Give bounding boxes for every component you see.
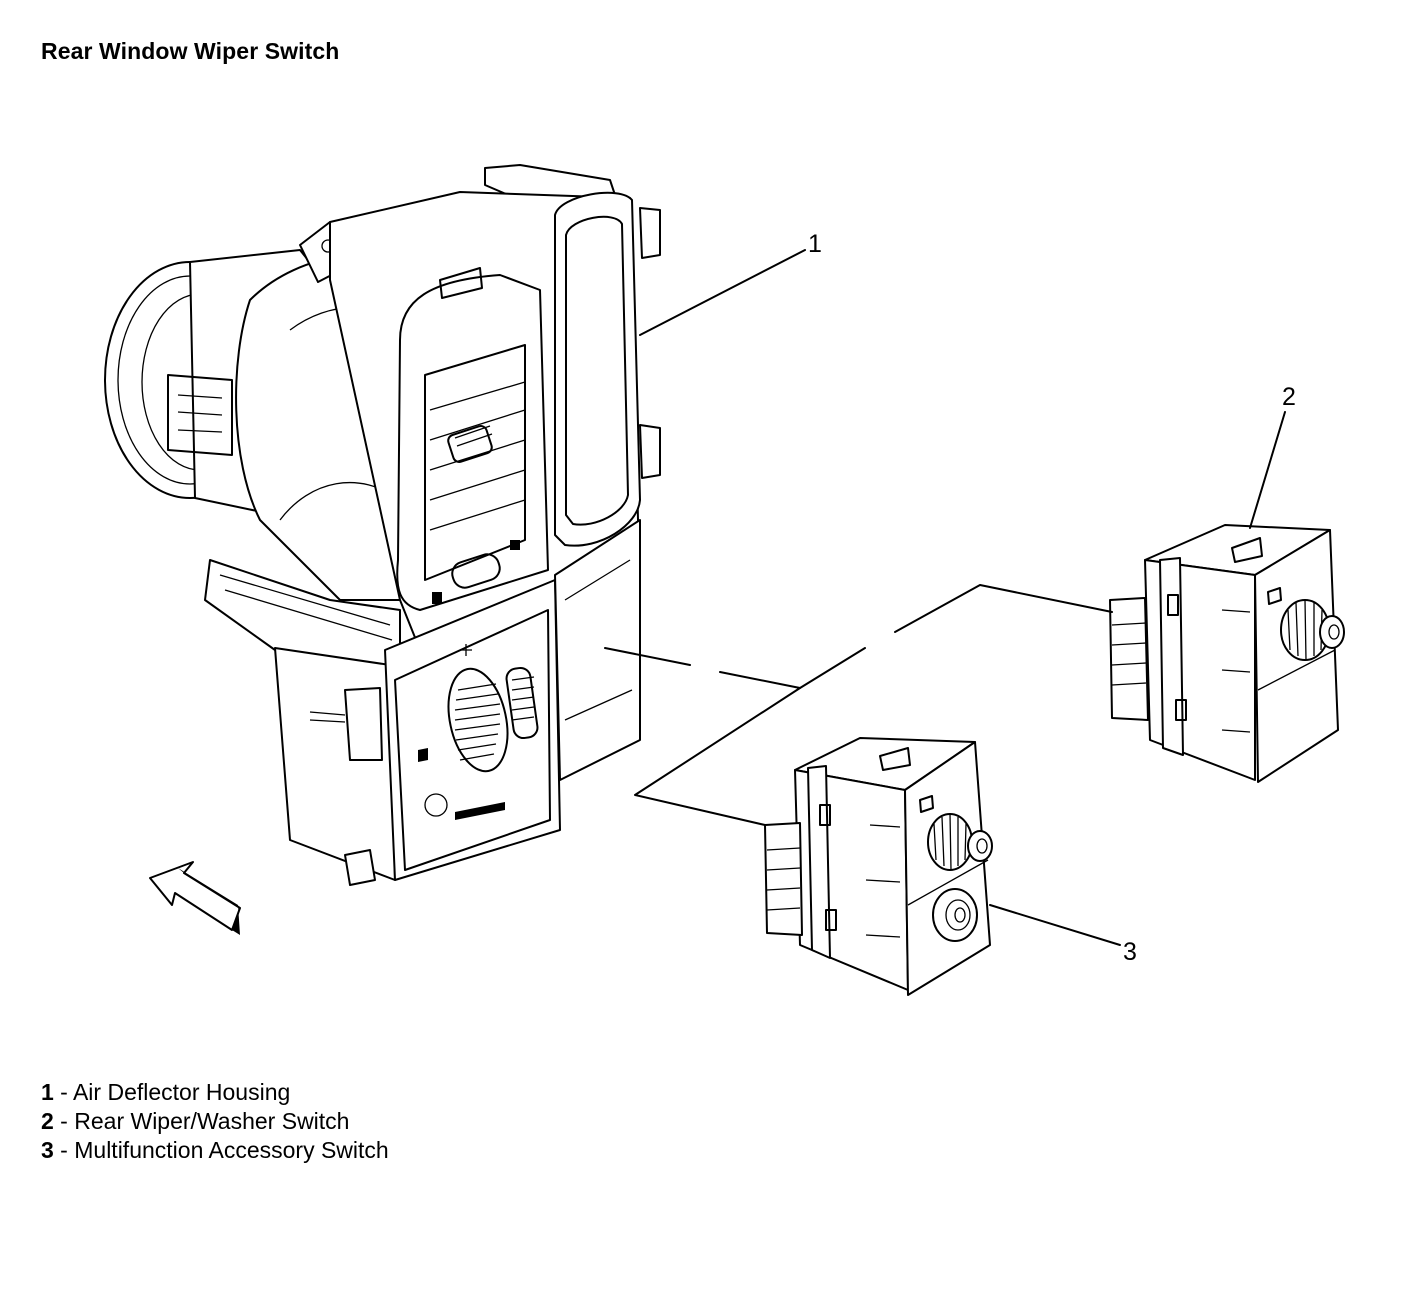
diagram-title: Rear Window Wiper Switch [41,38,340,64]
multifunction-accessory-switch-drawing [764,737,993,996]
legend-label: Rear Wiper/Washer Switch [74,1108,350,1134]
callout-2: 2 [1282,383,1296,411]
legend-label: Air Deflector Housing [72,1079,291,1105]
rear-wiper-washer-switch-drawing [1109,524,1345,783]
legend-separator: - [53,1137,75,1163]
leader-lines [639,249,1286,946]
legend-label: Multifunction Accessory Switch [74,1137,389,1163]
forward-direction-arrow-icon [149,861,241,935]
callout-3: 3 [1123,938,1137,966]
air-deflector-housing-drawing [104,164,661,886]
legend-number: 2 [41,1108,54,1134]
assembly-lines [604,584,1113,826]
legend-item-3: 3 - Multifunction Accessory Switch [41,1136,389,1165]
callout-1: 1 [808,230,822,258]
legend-separator: - [53,1079,73,1105]
legend-separator: - [53,1108,75,1134]
legend-item-1: 1 - Air Deflector Housing [41,1078,389,1107]
legend-item-2: 2 - Rear Wiper/Washer Switch [41,1107,389,1136]
legend-number: 3 [41,1137,54,1163]
legend-number: 1 [41,1079,54,1105]
parts-legend: 1 - Air Deflector Housing 2 - Rear Wiper… [41,1078,389,1165]
